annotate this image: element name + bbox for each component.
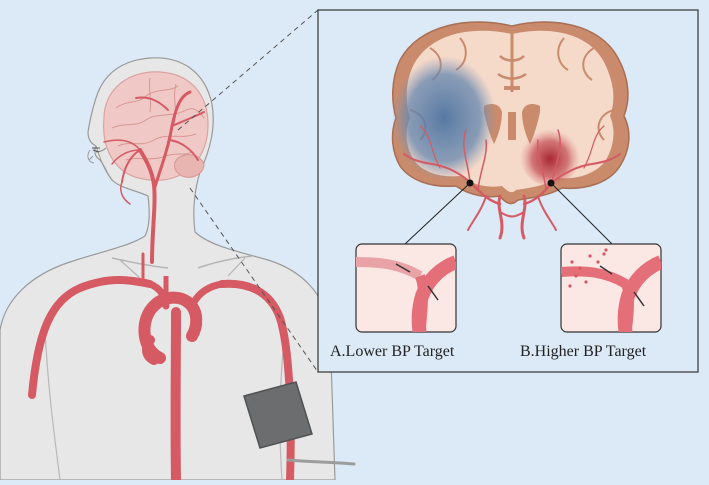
head-brain-icon xyxy=(103,71,209,181)
caption-lower-bp-target: A.Lower BP Target xyxy=(330,343,455,360)
human-torso-icon xyxy=(0,57,336,481)
zoom-guide-lines xyxy=(177,9,319,373)
aortic-arch xyxy=(138,276,203,365)
inset-higher-bp xyxy=(560,243,662,333)
hemorrhage-region xyxy=(520,126,580,186)
head-arteries xyxy=(103,90,205,264)
brain-coronal-section-icon xyxy=(391,21,630,245)
ischemic-region xyxy=(392,56,496,180)
blood-pressure-cuff-icon xyxy=(243,381,356,466)
inset-lower-bp xyxy=(355,243,457,333)
caption-higher-bp-target: B.Higher BP Target xyxy=(520,343,647,360)
body-silhouette xyxy=(0,57,336,481)
